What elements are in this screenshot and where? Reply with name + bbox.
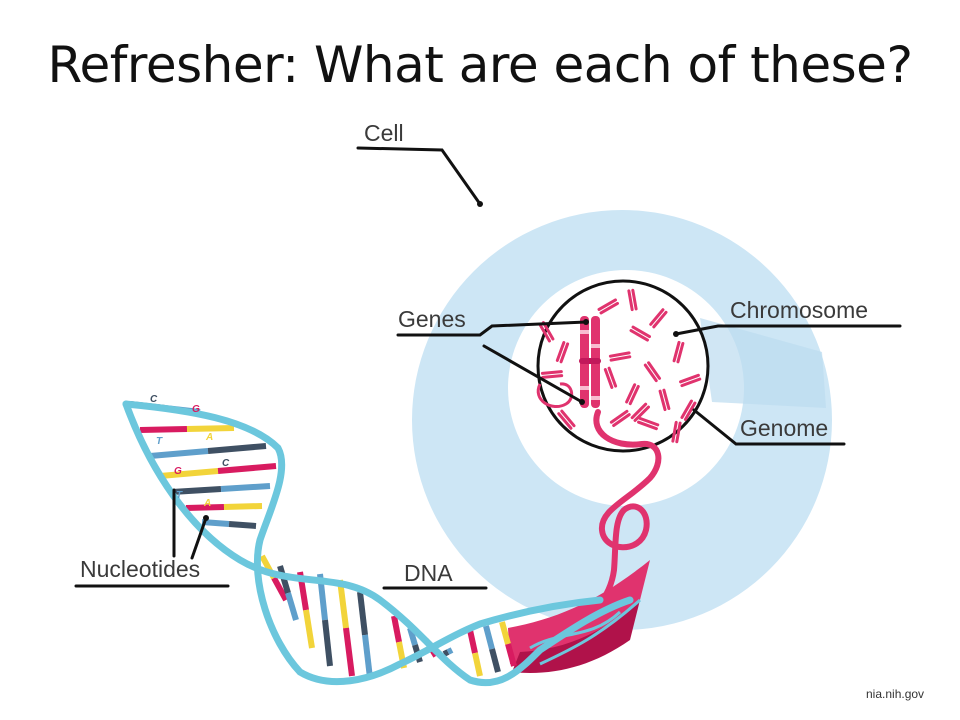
base-segment: [149, 448, 209, 459]
small-chromosome: [609, 409, 631, 427]
label-chromosome: Chromosome: [730, 297, 868, 323]
base-segment: [201, 519, 230, 527]
base-letter: A: [205, 432, 213, 443]
small-chromosome: [649, 308, 668, 329]
base-segment: [322, 619, 333, 667]
dna-helix-tail: [529, 598, 642, 666]
base-segment: [271, 576, 289, 602]
small-chromosome: [637, 416, 660, 431]
base-letter: T: [176, 490, 183, 501]
highlighted-chromosome: [579, 316, 601, 408]
label-genes: Genes: [398, 306, 466, 332]
small-chromosome: [627, 288, 638, 312]
cell-leader-line: [356, 146, 482, 206]
small-chromosome: [658, 388, 671, 412]
genes-leader-dot-2: [579, 399, 585, 405]
base-segment: [446, 647, 454, 655]
cell-body: [412, 210, 832, 630]
base-segment: [185, 504, 225, 511]
genome-leader-line: [692, 408, 846, 446]
base-segment: [220, 483, 271, 492]
base-segment: [303, 609, 315, 649]
small-chromosome: [680, 399, 697, 421]
nucleus-circle: [536, 279, 710, 453]
small-chromosome: [603, 366, 618, 389]
base-segment: [343, 627, 355, 677]
base-letter: G: [192, 404, 200, 415]
chromosome-leader-line: [674, 324, 902, 336]
cell-leader-dot: [477, 201, 483, 207]
small-chromosome: [538, 321, 555, 343]
small-chromosome: [557, 409, 576, 430]
base-segment: [362, 634, 373, 679]
chromosome-leader-dot: [673, 331, 679, 337]
small-chromosome: [671, 420, 682, 444]
base-letter: C: [150, 394, 158, 405]
small-chromosome: [540, 370, 564, 379]
base-segment: [357, 591, 368, 636]
chromosome-cluster: [538, 288, 702, 444]
dna-backbone-2: [122, 400, 604, 686]
base-segment: [228, 521, 257, 529]
base-segment: [489, 648, 501, 673]
small-chromosome: [679, 373, 702, 388]
slide-title: Refresher: What are each of these?: [47, 36, 913, 94]
chromatin-loop: [536, 382, 574, 408]
small-chromosome: [625, 383, 640, 406]
base-segment: [285, 592, 299, 621]
base-segment: [483, 625, 495, 650]
base-segment: [186, 425, 235, 432]
base-letters: C G T A G C T A: [150, 394, 230, 509]
ribbon: [508, 560, 650, 664]
base-segment: [223, 503, 263, 510]
label-genome: Genome: [740, 415, 828, 441]
genes-leader-dot-1: [583, 319, 589, 325]
base-segment: [207, 443, 267, 454]
ribbon-shadow: [512, 600, 640, 673]
base-letter: G: [174, 466, 182, 477]
small-chromosome: [672, 340, 685, 364]
base-segment: [472, 652, 483, 677]
base-segment: [139, 426, 188, 433]
base-segment: [467, 629, 478, 654]
base-segment: [159, 468, 219, 479]
small-chromosome: [643, 361, 661, 383]
base-segment: [505, 643, 517, 667]
nucleotides-leader-line-2: [190, 516, 208, 560]
label-nucleotides: Nucleotides: [80, 556, 200, 582]
base-letter: A: [203, 498, 211, 509]
base-letter: C: [222, 458, 230, 469]
label-cell: Cell: [364, 120, 404, 146]
label-dna: DNA: [404, 560, 453, 586]
genes-leader-line-2: [482, 344, 584, 404]
base-segment: [442, 649, 450, 657]
base-segment: [171, 486, 222, 495]
small-chromosome: [630, 402, 650, 422]
nucleotides-leader-dot: [203, 515, 209, 521]
small-chromosome: [629, 325, 651, 342]
genes-leader-line-1: [396, 320, 588, 337]
chromatin-strand: [563, 409, 662, 633]
small-chromosome: [597, 298, 619, 315]
base-segment: [337, 579, 349, 629]
small-chromosome: [555, 341, 570, 364]
base-segment: [217, 463, 277, 474]
base-letter: T: [156, 436, 163, 447]
base-segment: [499, 621, 511, 645]
base-segment: [391, 615, 402, 643]
small-chromosome: [608, 351, 632, 362]
image-credit: nia.nih.gov: [866, 687, 924, 701]
cell-shading: [700, 318, 826, 408]
